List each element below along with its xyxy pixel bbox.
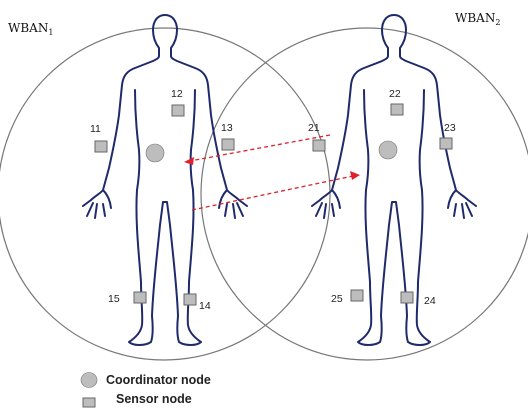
coordinator-node-2 — [379, 141, 397, 159]
node-label-22: 22 — [389, 88, 401, 100]
sensor-node-12 — [172, 105, 184, 116]
wban2-label: WBAN2 — [455, 11, 500, 27]
node-label-12: 12 — [171, 88, 183, 100]
legend-coordinator-icon — [81, 373, 97, 388]
node-label-23: 23 — [444, 122, 456, 134]
wban1-label: WBAN1 — [8, 21, 53, 37]
sensor-node-11 — [95, 141, 107, 152]
sensor-node-24 — [401, 292, 413, 303]
sensor-node-25 — [351, 290, 363, 301]
wban2-range-circle — [201, 28, 528, 360]
sensor-node-22 — [391, 104, 403, 115]
legend: Coordinator node Sensor node — [81, 373, 211, 408]
node-label-25: 25 — [331, 293, 343, 305]
coordinator-node-1 — [146, 144, 164, 162]
inter-wban-link-upper — [184, 135, 330, 165]
legend-sensor-icon — [83, 398, 95, 407]
node-label-14: 14 — [199, 300, 211, 312]
sensor-node-15 — [134, 292, 146, 303]
node-label-15: 15 — [108, 293, 120, 305]
legend-sensor-label: Sensor node — [116, 392, 192, 406]
sensor-node-13 — [222, 139, 234, 150]
sensor-node-14 — [184, 294, 196, 305]
wban1-range-circle — [0, 28, 330, 360]
node-label-21: 21 — [308, 122, 320, 134]
node-label-13: 13 — [221, 122, 233, 134]
sensor-node-23 — [440, 138, 452, 149]
node-label-24: 24 — [424, 295, 436, 307]
legend-coordinator-label: Coordinator node — [106, 373, 211, 387]
sensor-node-21 — [313, 140, 325, 151]
node-label-11: 11 — [90, 123, 101, 135]
